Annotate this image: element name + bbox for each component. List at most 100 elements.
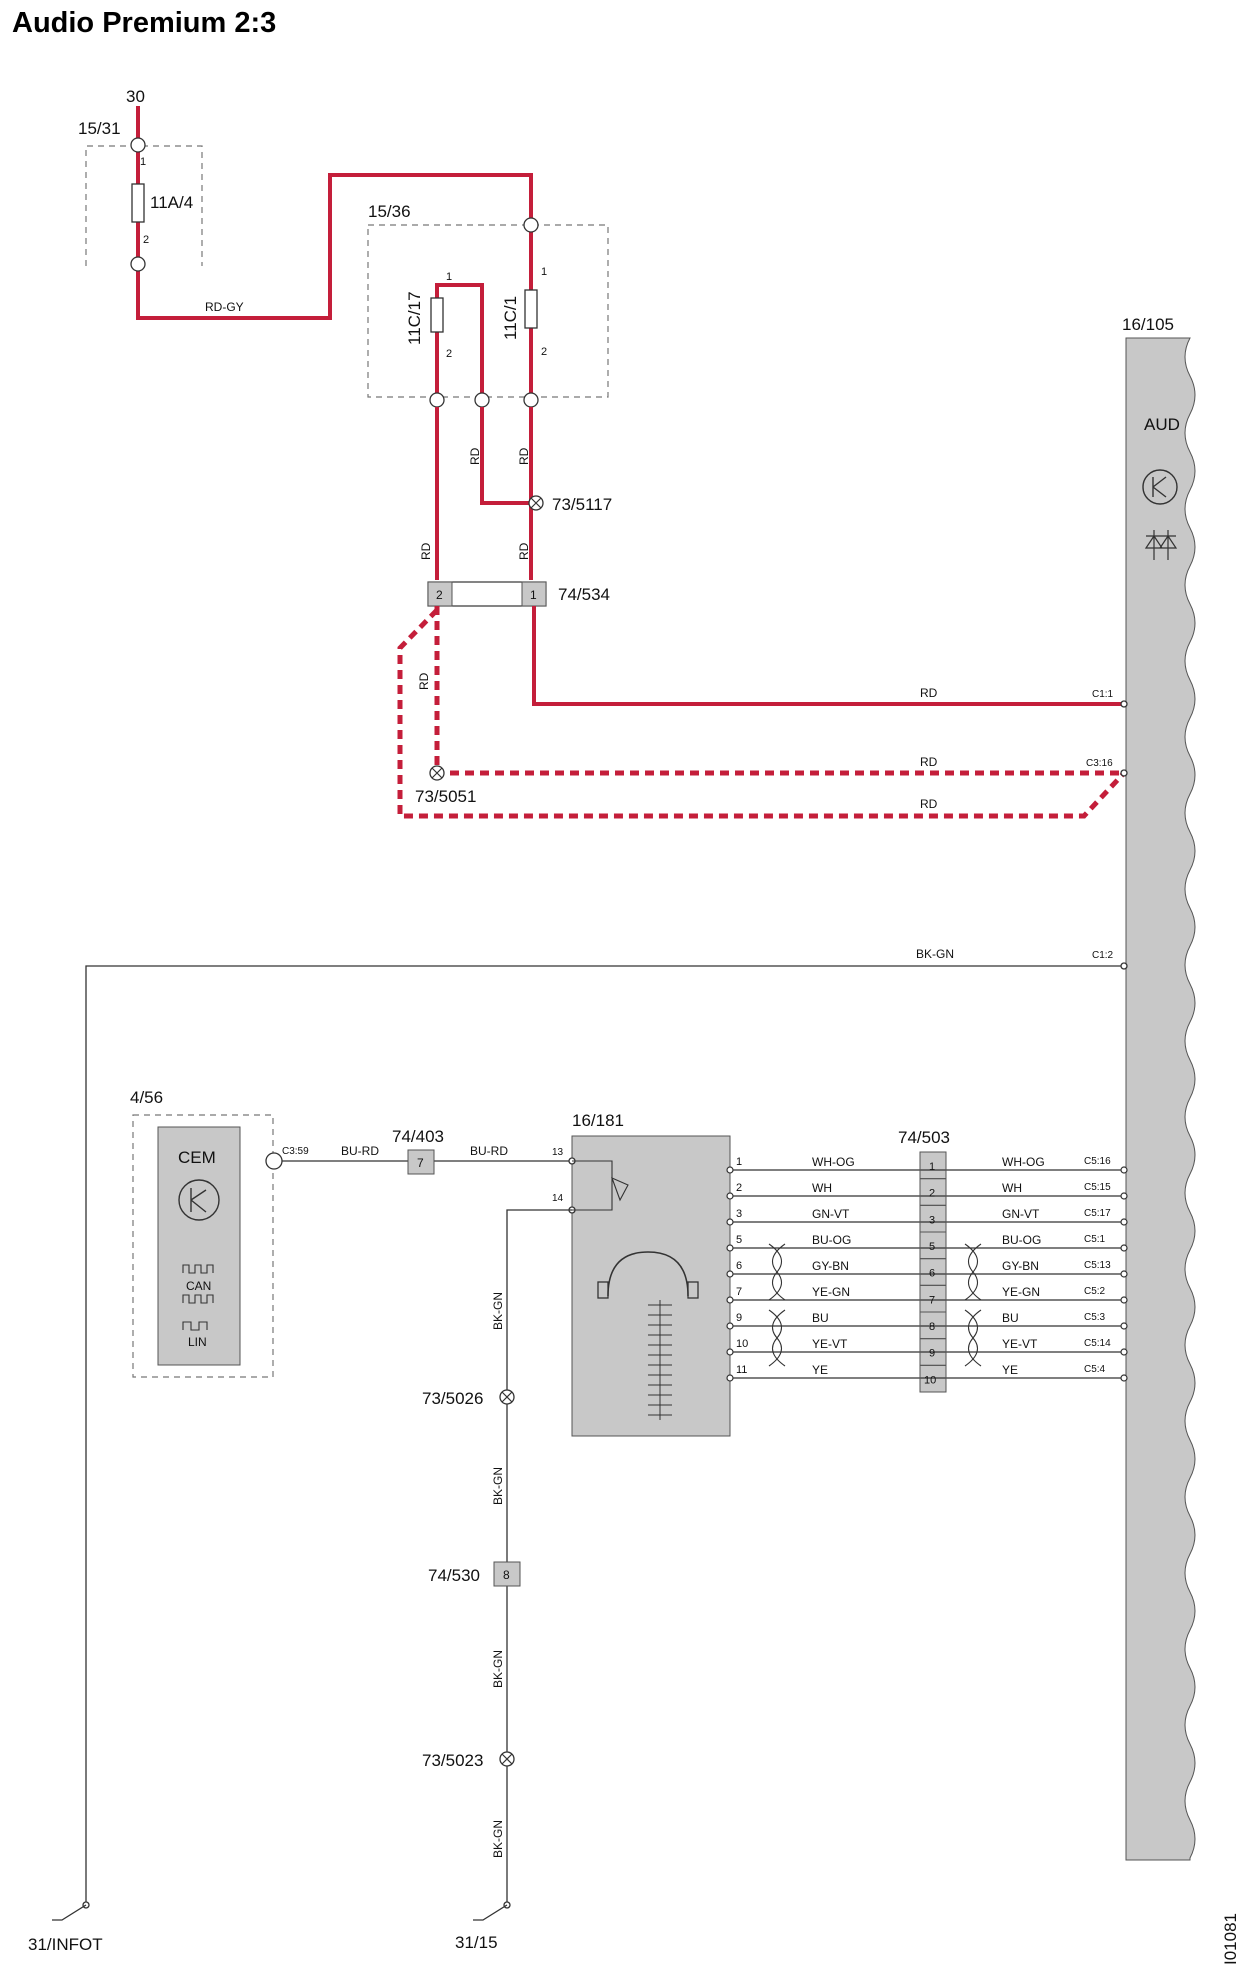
splice-73-5117-cross <box>530 497 542 509</box>
cem-transistor-icon-leads <box>190 1188 207 1213</box>
connector-74-530-pin: 8 <box>503 1568 510 1582</box>
fuse-11c1-pin1: 1 <box>541 266 547 278</box>
cem-module-id: 4/56 <box>130 1088 163 1107</box>
fuse-11c1-pin2: 2 <box>541 346 547 358</box>
wire-bk-gn-ground <box>85 965 1124 1905</box>
fuse-bridge-node-bottom <box>474 392 490 408</box>
fuse-11c1-node-bottom <box>523 392 539 408</box>
aud-pin-c1-2: C1:2 <box>1092 950 1114 961</box>
wire-label-rd-5: RD <box>417 672 431 690</box>
connector-74-534-pin2-label: 2 <box>436 588 443 602</box>
headphone-pin-number: 3 <box>736 1208 742 1220</box>
connector-74-503-label: 74/503 <box>898 1128 950 1147</box>
wire-label-bk-gn-2: BK-GN <box>491 1292 505 1330</box>
wire-rd-73-5117 <box>480 407 536 505</box>
aud-pin-node <box>1120 1166 1128 1174</box>
aud-pin-node <box>1120 1192 1128 1200</box>
transistor-icon <box>1142 469 1178 505</box>
aud-module-body <box>1125 337 1196 1861</box>
ground-31-infot-symbol <box>52 1904 87 1921</box>
aud-pin-label: C5:1 <box>1084 1234 1106 1245</box>
connector-74-503-pin-number: 5 <box>929 1241 935 1253</box>
aud-pin-node <box>1120 1270 1128 1278</box>
wire-label-bk-gn-1: BK-GN <box>916 947 954 961</box>
fuse-11c17-symbol <box>430 297 444 333</box>
fuse-11a4-label: 11A/4 <box>150 193 193 212</box>
wire-color-left: YE-VT <box>812 1337 848 1351</box>
wire-label-rd-c3-16: RD <box>920 755 938 769</box>
cem-transistor-icon <box>178 1179 220 1221</box>
fuse-11c17-node-bottom <box>429 392 445 408</box>
wire-label-rd-loop: RD <box>920 797 938 811</box>
aud-module-id: 16/105 <box>1122 315 1174 334</box>
cem-module-name: CEM <box>178 1148 216 1167</box>
headphone-pin-number: 11 <box>736 1364 747 1376</box>
lin-waveform-icon <box>182 1321 208 1331</box>
wire-color-right: BU-OG <box>1002 1233 1041 1247</box>
fuse-box-15-31-label: 15/31 <box>78 119 121 138</box>
headphone-pin-node <box>726 1166 734 1174</box>
fuse-box-15-36-entry-node <box>523 217 539 233</box>
aud-pin-label: C5:2 <box>1084 1286 1106 1297</box>
twisted-pair-icon-2 <box>768 1309 786 1367</box>
twisted-pair-icon-3 <box>964 1243 982 1301</box>
connector-74-503-pin-number: 2 <box>929 1188 935 1200</box>
aud-pin-c1-2-node <box>1120 962 1128 970</box>
headphone-pin-node <box>726 1244 734 1252</box>
wire-fuse-11c17-bridge <box>435 283 484 400</box>
aud-pin-node <box>1120 1218 1128 1226</box>
wire-color-left: GY-BN <box>812 1259 849 1273</box>
connector-74-503-pin-number: 1 <box>929 1161 935 1173</box>
splice-73-5051-cross <box>431 767 443 779</box>
twisted-pair-icon-4 <box>964 1309 982 1367</box>
connector-74-503-pin-number: 9 <box>929 1348 935 1360</box>
aud-pin-label: C5:3 <box>1084 1312 1106 1323</box>
headphone-pin-number: 9 <box>736 1312 742 1324</box>
wire-color-left: BU-OG <box>812 1233 851 1247</box>
headphone-pin-number: 6 <box>736 1260 742 1272</box>
ground-31-infot-label: 31/INFOT <box>28 1935 103 1954</box>
fuse-11a4-pin2: 2 <box>143 234 149 246</box>
headphones-cable-icon <box>648 1300 672 1420</box>
wire-color-right: GY-BN <box>1002 1259 1039 1273</box>
aud-pin-c3-16-node <box>1120 769 1128 777</box>
aud-pin-node <box>1120 1374 1128 1382</box>
splice-73-5023-label: 73/5023 <box>422 1751 483 1770</box>
ground-31-15-symbol <box>473 1904 508 1921</box>
fuse-11a4-node-top <box>130 137 146 153</box>
aud-pin-label: C5:13 <box>1084 1260 1111 1271</box>
wire-rd-to-c1-1 <box>532 606 1124 706</box>
wire-color-left: GN-VT <box>812 1207 850 1221</box>
connector-74-503-pin-number: 10 <box>924 1374 936 1386</box>
wire-color-right: YE-VT <box>1002 1337 1038 1351</box>
headphones-icon-left-cup <box>597 1281 609 1299</box>
wire-label-rd-2: RD <box>517 447 531 465</box>
headphone-pin-node <box>726 1218 734 1226</box>
splice-73-5026-label: 73/5026 <box>422 1389 483 1408</box>
fuse-11a4-pin1: 1 <box>140 156 146 168</box>
fuse-11c17-pin2: 2 <box>446 348 452 360</box>
headphone-pin-node <box>726 1322 734 1330</box>
connector-74-503-pin-number: 6 <box>929 1268 935 1280</box>
connector-74-503-pin-number: 8 <box>929 1321 935 1333</box>
cem-pin-node <box>265 1152 283 1170</box>
wire-color-right: WH <box>1002 1181 1022 1195</box>
cem-can-label: CAN <box>186 1279 211 1293</box>
aud-pin-label: C5:17 <box>1084 1208 1111 1219</box>
wire-color-right: WH-OG <box>1002 1155 1045 1169</box>
aud-pin-c1-1: C1:1 <box>1092 689 1114 700</box>
headphone-module-body <box>571 1135 731 1437</box>
wire-label-rd-4: RD <box>517 542 531 560</box>
page-title: Audio Premium 2:3 <box>12 7 276 39</box>
headphone-pin-node <box>726 1270 734 1278</box>
ground-31-15-label: 31/15 <box>455 1933 498 1952</box>
wire-color-left: YE <box>812 1363 828 1377</box>
wire-rd-gy <box>136 106 533 400</box>
headphone-pin-node <box>726 1348 734 1356</box>
headphones-icon-right-cup <box>687 1281 699 1299</box>
zener-icon <box>572 1160 629 1211</box>
aud-pin-label: C5:4 <box>1084 1364 1106 1375</box>
aud-pin-node <box>1120 1322 1128 1330</box>
diode-icon <box>1144 530 1178 560</box>
